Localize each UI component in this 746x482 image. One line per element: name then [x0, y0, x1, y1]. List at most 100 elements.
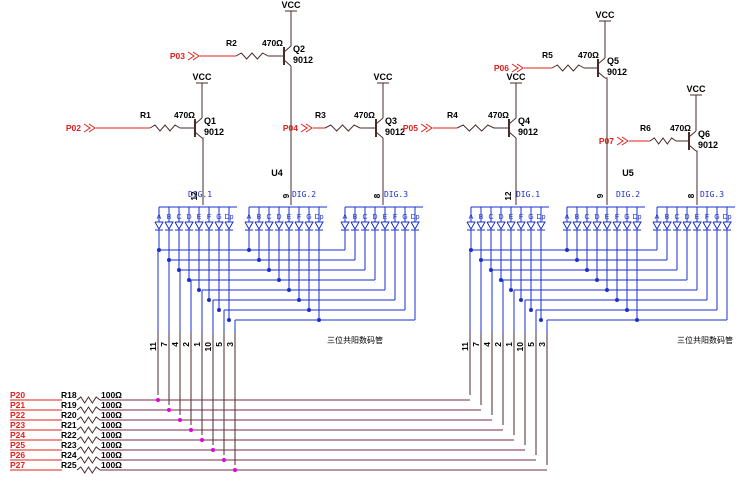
segment-diode	[466, 221, 476, 231]
resistor-value: 470Ω	[262, 38, 283, 48]
segment-diode	[224, 221, 234, 231]
vcc-label: VCC	[373, 72, 393, 82]
transistor-ref: Q5	[607, 56, 619, 66]
segment-diode	[572, 221, 582, 231]
bus-junction	[585, 268, 589, 272]
vcc-label: VCC	[595, 10, 615, 20]
series-resistor	[76, 396, 101, 404]
bus-junction	[257, 258, 261, 262]
segment-diode	[314, 221, 324, 231]
resistor-value: 100Ω	[101, 450, 122, 460]
segment-diode	[582, 221, 592, 231]
digit-label: DIG.2	[616, 190, 640, 199]
bus-junction	[509, 288, 513, 292]
resistor-ref: R23	[61, 440, 77, 450]
resistor-ref: R24	[61, 450, 77, 460]
transistor-emitter	[688, 130, 697, 138]
bus-junction	[247, 248, 251, 252]
segment-pin: 2	[181, 342, 191, 347]
vcc-label: VCC	[192, 72, 212, 82]
bus-junction	[605, 288, 609, 292]
segment-diode	[712, 221, 722, 231]
port-label: P06	[494, 63, 509, 73]
segment-diode	[652, 221, 662, 231]
row-junction	[178, 418, 182, 422]
transistor-emitter	[597, 57, 606, 65]
segment-diode	[592, 221, 602, 231]
resistor-ref: R3	[315, 110, 326, 120]
port-label: P04	[283, 123, 298, 133]
resistor-value: 470Ω	[488, 110, 509, 120]
segment-pin: 10	[515, 342, 525, 352]
port-label: P26	[10, 450, 25, 460]
segment-diode	[350, 221, 360, 231]
port-label: P27	[10, 460, 25, 470]
segment-diode	[340, 221, 350, 231]
segment-diode	[304, 221, 314, 231]
resistor-value: 470Ω	[670, 123, 691, 133]
bus-junction	[207, 298, 211, 302]
segment-diode	[284, 221, 294, 231]
segment-diode	[722, 221, 732, 231]
segment-diode	[214, 221, 224, 231]
segment-diode	[194, 221, 204, 231]
segment-pin: 1	[192, 342, 202, 347]
segment-pin: 10	[203, 342, 213, 352]
base-resistor	[235, 52, 269, 60]
bus-junction	[287, 288, 291, 292]
segment-pin: 5	[526, 342, 536, 347]
port-arrow	[516, 63, 524, 73]
digit-pin: 12	[504, 191, 513, 200]
port-label: P02	[66, 123, 81, 133]
segment-pin: 2	[493, 342, 503, 347]
transistor-ref: Q2	[293, 44, 305, 54]
base-resistor	[149, 124, 181, 132]
port-label: P25	[10, 440, 25, 450]
transistor-collector	[508, 131, 517, 139]
digit-pin: 9	[596, 193, 605, 198]
segment-diode	[410, 221, 420, 231]
segment-diode	[204, 221, 214, 231]
segment-diode	[370, 221, 380, 231]
resistor-ref: R21	[61, 420, 77, 430]
port-label: P07	[599, 136, 614, 146]
row-junction	[189, 428, 193, 432]
resistor-ref: R18	[61, 390, 77, 400]
port-label: P05	[403, 123, 418, 133]
bus-junction	[217, 308, 221, 312]
bus-junction	[565, 248, 569, 252]
segment-pin: 4	[170, 342, 180, 347]
resistor-value: 470Ω	[354, 110, 375, 120]
bus-junction	[595, 278, 599, 282]
bus-junction	[615, 298, 619, 302]
segment-pin: 1	[504, 342, 514, 347]
segment-pin: 11	[148, 342, 158, 351]
resistor-value: 100Ω	[101, 460, 122, 470]
port-arrow	[300, 123, 308, 133]
resistor-ref: R25	[61, 460, 77, 470]
transistor-emitter	[375, 117, 384, 125]
row-junction	[156, 398, 160, 402]
port-arrow	[88, 123, 96, 133]
segment-diode	[632, 221, 642, 231]
port-arrow	[305, 123, 313, 133]
port-arrow	[511, 63, 519, 73]
port-arrow	[425, 123, 433, 133]
port-arrow	[187, 51, 195, 61]
segment-diode	[692, 221, 702, 231]
digit-pin: 12	[190, 191, 199, 200]
transistor-model: 9012	[293, 55, 313, 65]
port-arrow	[420, 123, 428, 133]
bus-junction	[307, 308, 311, 312]
segment-diode	[254, 221, 264, 231]
bus-junction	[529, 308, 533, 312]
resistor-ref: R22	[61, 430, 77, 440]
digit-pin: 8	[373, 193, 382, 198]
port-label: P22	[10, 410, 25, 420]
display-ref: U4	[271, 168, 283, 178]
segment-diode	[400, 221, 410, 231]
segment-diode	[672, 221, 682, 231]
segment-diode	[622, 221, 632, 231]
resistor-value: 100Ω	[101, 410, 122, 420]
